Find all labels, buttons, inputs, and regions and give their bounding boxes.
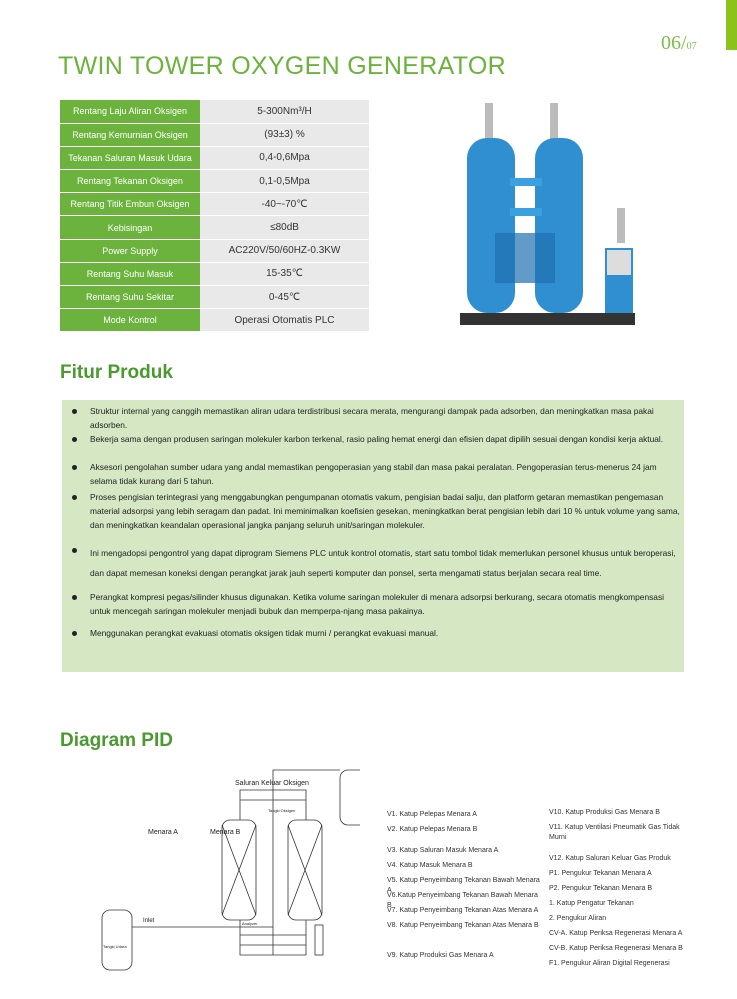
label-oxygen-tank: Tangki Oksigen (268, 808, 296, 813)
spec-value: (93±3) % (200, 123, 369, 147)
pid-diagram (101, 769, 360, 971)
legend-item: CV-B. Katup Periksa Regenerasi Menara B (549, 945, 683, 952)
spec-value: Operasi Otomatis PLC (200, 308, 369, 333)
spec-row: Kebisingan≤80dB (60, 215, 369, 240)
legend-item: V2. Katup Pelepas Menara B (387, 826, 478, 833)
page-title: TWIN TOWER OXYGEN GENERATOR (58, 52, 506, 80)
legend-item: V12. Katup Saluran Keluar Gas Produk (549, 855, 671, 862)
features-panel: Struktur internal yang canggih memastika… (62, 400, 684, 672)
page-total: 07 (686, 41, 697, 52)
feature-item: Aksesori pengolahan sumber udara yang an… (70, 460, 680, 488)
page-current: 06/ (661, 32, 687, 54)
spec-label: Kebisingan (60, 215, 200, 240)
feature-item: Ini mengadopsi pengontrol yang dapat dip… (70, 543, 680, 583)
legend-item: V6.Katup Penyeimbang Tekanan Bawah Menar… (387, 892, 538, 909)
spec-label: Rentang Kemurnian Oksigen (60, 123, 200, 147)
legend-item: V11. Katup Ventilasi Pneumatik Gas Tidak… (549, 824, 680, 841)
spec-value: -40~-70℃ (200, 192, 369, 217)
legend-item: P2. Pengukur Tekanan Menara B (549, 885, 652, 892)
spec-value: 0,4-0,6Mpa (200, 146, 369, 171)
page-number: 06/07 (661, 32, 697, 55)
legend-item: V1. Katup Pelepas Menara A (387, 811, 477, 818)
spec-value: 0,1-0,5Mpa (200, 169, 369, 194)
legend-item: 1. Katup Pengatur Tekanan (549, 900, 634, 907)
spec-label: Power Supply (60, 239, 200, 263)
feature-item: Struktur internal yang canggih memastika… (70, 404, 680, 432)
spec-value: 0-45℃ (200, 285, 369, 310)
legend-item: CV-A. Katup Periksa Regenerasi Menara A (549, 930, 683, 937)
label-air-tank: Tangki Udara (103, 944, 127, 949)
label-analyzer: Analyzer (242, 921, 258, 926)
spec-label: Rentang Suhu Masuk (60, 262, 200, 287)
label-outlet: Saluran Keluar Oksigen (235, 780, 309, 787)
feature-item: Menggunakan perangkat evakuasi otomatis … (70, 626, 680, 640)
spec-label: Rentang Laju Aliran Oksigen (60, 100, 200, 124)
spec-row: Rentang Titik Embun Oksigen-40~-70℃ (60, 192, 369, 217)
spec-label: Rentang Tekanan Oksigen (60, 169, 200, 194)
spec-row: Rentang Kemurnian Oksigen(93±3) % (60, 123, 369, 147)
spec-label: Mode Kontrol (60, 308, 200, 333)
legend-item: V9. Katup Produksi Gas Menara A (387, 952, 494, 959)
spec-value: AC220V/50/60HZ-0.3KW (200, 239, 369, 263)
spec-value: 5-300Nm³/H (200, 100, 369, 124)
feature-item: Bekerja sama dengan produsen saringan mo… (70, 432, 680, 446)
spec-value: ≤80dB (200, 215, 369, 240)
label-tower-b: Menara B (210, 829, 241, 836)
spec-value: 15-35℃ (200, 262, 369, 287)
spec-label: Rentang Suhu Sekitar (60, 285, 200, 310)
page-accent-bar (726, 0, 737, 50)
legend-item: V4. Katup Masuk Menara B (387, 862, 473, 869)
legend-item: V10. Katup Produksi Gas Menara B (549, 809, 660, 816)
legend-item: V5. Katup Penyeimbang Tekanan Bawah Mena… (387, 877, 540, 894)
oxygen-generator-image (460, 103, 635, 325)
spec-label: Tekanan Saluran Masuk Udara (60, 146, 200, 171)
legend-item: V3. Katup Saluran Masuk Menara A (387, 847, 499, 854)
features-heading: Fitur Produk (60, 362, 173, 383)
spec-label: Rentang Titik Embun Oksigen (60, 192, 200, 217)
feature-item: Proses pengisian terintegrasi yang mengg… (70, 490, 680, 532)
feature-item: Perangkat kompresi pegas/silinder khusus… (70, 590, 680, 618)
legend-item: F1. Pengukur Aliran Digital Regenerasi (549, 960, 670, 967)
label-inlet: Inlet (143, 918, 155, 924)
legend-item: V7. Katup Penyeimbang Tekanan Atas Menar… (387, 907, 539, 914)
legend-item: 2. Pengukur Aliran (549, 915, 607, 922)
legend-item: V8. Katup Penyeimbang Tekanan Atas Menar… (387, 922, 539, 929)
label-tower-a: Menara A (148, 829, 178, 836)
legend-item: P1. Pengukur Tekanan Menara A (549, 870, 652, 877)
pid-heading: Diagram PID (60, 730, 173, 751)
